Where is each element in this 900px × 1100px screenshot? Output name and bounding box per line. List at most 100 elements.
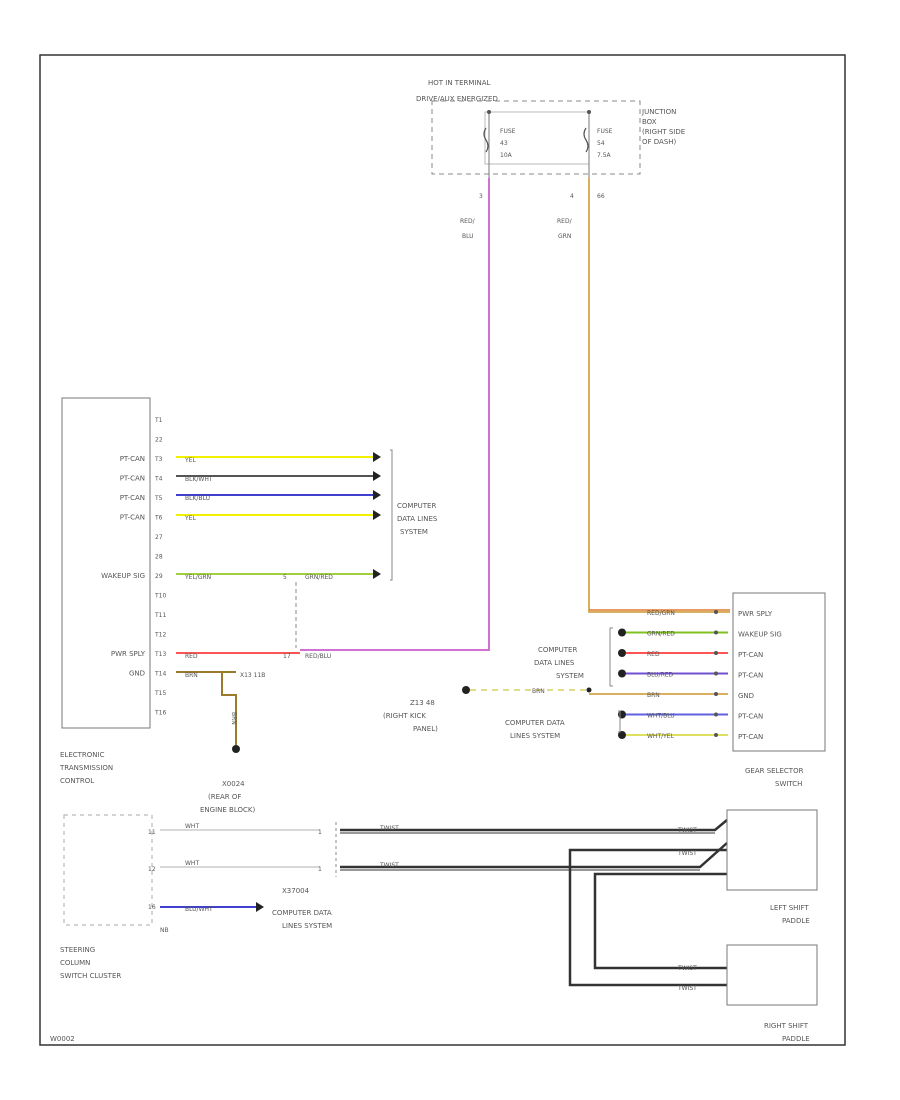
gs-wire-terminal-4 xyxy=(618,669,626,678)
etc-pin13-conn: 17 xyxy=(283,653,291,660)
gs-pin-label-1: PWR SPLY xyxy=(738,610,773,618)
paddle-twist-1: TWIST xyxy=(677,827,697,834)
fuse-54-wire-label-2: GRN xyxy=(558,233,571,240)
gs-data-lines-2: DATA LINES xyxy=(534,659,575,667)
gs-wire-terminal-2 xyxy=(618,628,626,637)
etc-pin-9: 29 xyxy=(155,573,163,580)
gs-ground-wire: BRN xyxy=(532,688,545,695)
fuse-box: HOT IN TERMINAL DRIVE/AUX ENERGIZED JUNC… xyxy=(416,79,685,200)
paddle-wires: TWIST TWIST TWIST TWIST TWIST TWIST xyxy=(340,819,728,992)
fuse-54-amps: 7.5A xyxy=(597,152,612,159)
etc-pin-5: T5 xyxy=(154,495,163,502)
gs-wire-label-4: BLU/RED xyxy=(647,672,674,679)
gs-wire-label-5: BRN xyxy=(647,692,660,699)
wire-red-grn xyxy=(588,178,730,613)
etc-pin-16: T16 xyxy=(154,710,166,717)
gs-wire-label-6: WHT/BLU xyxy=(647,713,675,720)
etc-pin-label-4: PT-CAN xyxy=(120,475,145,483)
gs-wire-label-3: RED xyxy=(647,651,660,658)
gs-wire-label-2: GRN/RED xyxy=(647,631,675,638)
etc-pin-label-9: WAKEUP SIG xyxy=(101,572,145,580)
diagram-frame xyxy=(39,54,846,1046)
gs-ground-desc-1: (RIGHT KICK xyxy=(383,712,426,720)
footer-code: W0002 xyxy=(50,1035,75,1043)
steering-data-lines-2: LINES SYSTEM xyxy=(282,922,332,930)
fuse-54-pin: 4 xyxy=(570,193,574,200)
steering-conn-b: 1 xyxy=(318,866,322,873)
left-paddle-name-1: LEFT SHIFT xyxy=(770,904,809,912)
steering-conn-a: 1 xyxy=(318,829,322,836)
gs-wire-label-7: WHT/YEL xyxy=(647,733,675,740)
etc-ground-desc-1: (REAR OF xyxy=(208,793,241,801)
fuse-box-title-2: DRIVE/AUX ENERGIZED xyxy=(416,95,498,103)
gs-data-lines-3: SYSTEM xyxy=(556,672,584,680)
steering-name-1: STEERING xyxy=(60,946,95,954)
etc-data-lines-3: SYSTEM xyxy=(400,528,428,536)
etc-pin-3: T3 xyxy=(154,456,163,463)
fuse-43-wire-label-2: BLU xyxy=(462,233,474,240)
gs-wire-dot-3 xyxy=(714,651,718,655)
fuse-43-amps: 10A xyxy=(500,152,513,159)
wire-label-yel-2: YEL xyxy=(184,515,196,522)
etc-pin9-conn: 5 xyxy=(283,574,287,581)
fuse-54-label: FUSE xyxy=(597,128,613,135)
twist-label-2: TWIST xyxy=(379,862,399,869)
wire-label-grn-red: GRN/RED xyxy=(305,574,333,581)
fuse-54-num: 54 xyxy=(597,140,605,147)
etc-pin-13: T13 xyxy=(154,651,166,658)
etc-data-lines-2: DATA LINES xyxy=(397,515,438,523)
fuse-43-num: 43 xyxy=(500,140,508,147)
fuse-54-pin2: 66 xyxy=(597,193,605,200)
etc-pin-4: T4 xyxy=(154,476,163,483)
gs-ground-desc-2: PANEL) xyxy=(413,725,438,733)
right-shift-paddle: RIGHT SHIFT PADDLE xyxy=(726,944,818,1043)
steering-pin-b: 12 xyxy=(148,866,156,873)
etc-name-1: ELECTRONIC xyxy=(60,751,105,759)
gs-ground-name: Z13 48 xyxy=(410,699,435,707)
steering-data-lines-1: COMPUTER DATA xyxy=(272,909,332,917)
steering-pin-c: 16 xyxy=(148,904,156,911)
fuse-54-wire-label-1: RED/ xyxy=(557,218,573,225)
steering-name-3: SWITCH CLUSTER xyxy=(60,972,121,980)
etc-name-2: TRANSMISSION xyxy=(59,764,113,772)
paddle-twist-4: TWIST xyxy=(677,985,697,992)
gs-pin-label-5: GND xyxy=(738,692,754,700)
etc-data-lines-1: COMPUTER xyxy=(397,502,436,510)
etc-pin-11: T11 xyxy=(154,612,166,619)
right-paddle-name-2: PADDLE xyxy=(782,1035,810,1043)
etc-pin-8: 28 xyxy=(155,554,163,561)
gs-pin-label-3: PT-CAN xyxy=(738,651,763,659)
left-paddle-name-2: PADDLE xyxy=(782,917,810,925)
wire-label-yel-1: YEL xyxy=(184,457,196,464)
gs-wire-terminal-7 xyxy=(618,731,626,739)
etc-pin-7: 27 xyxy=(155,534,163,541)
gear-selector-name-2: SWITCH xyxy=(775,780,802,788)
paddle-twist-2: TWIST xyxy=(677,850,697,857)
etc-pin-label-13: PWR SPLY xyxy=(111,650,146,658)
left-shift-paddle: LEFT SHIFT PADDLE xyxy=(726,809,818,925)
gs-wire-dot-5 xyxy=(714,692,718,696)
steering-connector: X37004 xyxy=(282,887,310,895)
twist-label-1: TWIST xyxy=(379,825,399,832)
gs-data-lines-b1: COMPUTER DATA xyxy=(505,719,565,727)
etc-ground-desc-2: ENGINE BLOCK) xyxy=(200,806,255,814)
gs-wire-dot-2 xyxy=(714,630,718,635)
etc-pin-label-3: PT-CAN xyxy=(120,455,145,463)
junction-box-label-3: (RIGHT SIDE xyxy=(642,128,685,136)
etc-data-wires: YEL BLK/WHT BLK/BLU YEL YEL/GRN GRN/RED … xyxy=(176,449,438,814)
steering-wire-c: BLU/WHT xyxy=(185,906,213,913)
etc-pin-12: T12 xyxy=(154,632,166,639)
ground-wire-label: BRN xyxy=(230,712,237,725)
gs-wire-terminal-6 xyxy=(618,710,626,719)
wire-label-red: RED xyxy=(185,653,198,660)
junction-box-label-4: OF DASH) xyxy=(642,138,677,146)
gear-selector-name-1: GEAR SELECTOR xyxy=(745,767,804,775)
paddle-twist-3: TWIST xyxy=(677,965,697,972)
fuse-43-wire-label-1: RED/ xyxy=(460,218,476,225)
etc-pin-10: T10 xyxy=(154,593,166,600)
gs-wire-dot-7 xyxy=(714,733,718,737)
gs-wire-dot-6 xyxy=(714,712,718,717)
steering-pin-a: 11 xyxy=(148,829,156,836)
